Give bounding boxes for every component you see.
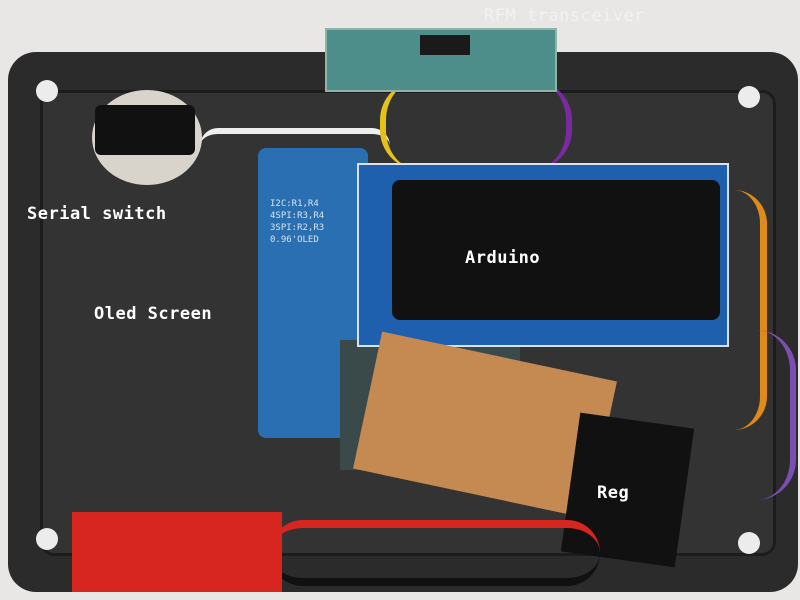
rfm-chip — [420, 35, 470, 55]
purple-wire — [680, 330, 796, 500]
mounting-hole — [36, 80, 58, 102]
label-serial-switch: Serial switch — [27, 204, 167, 224]
label-reg: Reg — [597, 483, 630, 503]
mounting-hole — [36, 528, 58, 550]
orange-wire — [700, 190, 767, 430]
mounting-hole — [738, 86, 760, 108]
power-wires — [270, 520, 600, 586]
rfm-transceiver-board — [325, 28, 557, 92]
silkscreen-line: 0.96'OLED — [270, 235, 319, 245]
white-wire — [200, 128, 390, 164]
mounting-hole — [738, 532, 760, 554]
label-rfm-transceiver: RFM transceiver — [484, 6, 646, 26]
yellow-purple-wires — [380, 80, 572, 170]
oled-silkscreen: I2C:R1,R4 4SPI:R3,R4 3SPI:R2,R3 0.96'OLE… — [270, 198, 324, 246]
label-oled-screen: Oled Screen — [94, 304, 213, 324]
serial-switch-body — [95, 105, 195, 155]
label-arduino: Arduino — [465, 248, 541, 268]
silkscreen-line: 4SPI:R3,R4 — [270, 211, 325, 221]
arduino-velcro — [392, 180, 720, 320]
silkscreen-line: I2C:R1,R4 — [270, 199, 319, 209]
red-jst-connector — [72, 512, 282, 592]
silkscreen-line: 3SPI:R2,R3 — [270, 223, 325, 233]
